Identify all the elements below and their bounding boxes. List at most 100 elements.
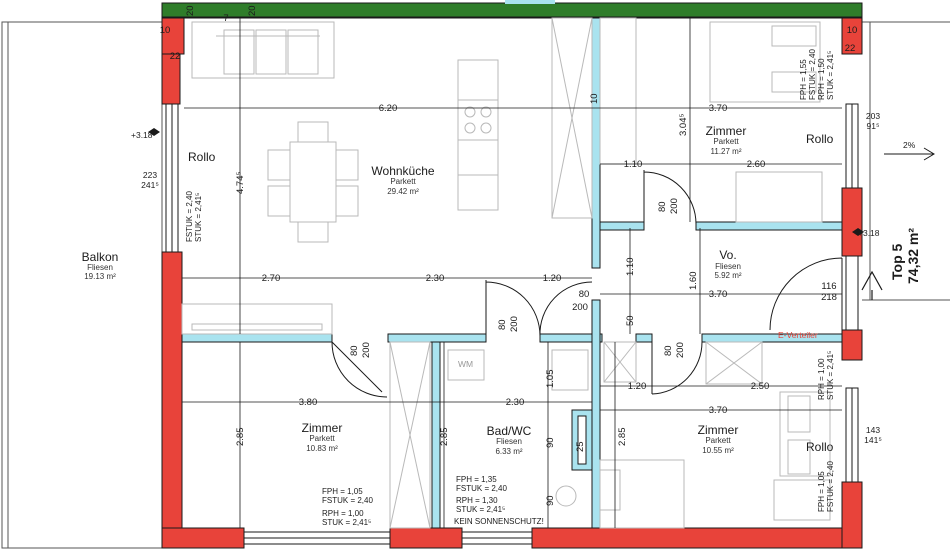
rollo-top-right: Rollo bbox=[806, 132, 834, 146]
zimmer-bottom-left-name: Zimmer bbox=[301, 421, 343, 435]
slope-label: 2% bbox=[903, 140, 916, 150]
windows bbox=[165, 103, 859, 545]
note-fstuk-left: FSTUK = 2,40 bbox=[185, 191, 194, 242]
dim-160: 1.60 bbox=[688, 271, 699, 291]
note-rph-right: RPH = 1,00 bbox=[817, 358, 826, 400]
dim-200b: 200 bbox=[572, 302, 588, 313]
win2b: 91⁵ bbox=[866, 121, 880, 131]
zimmer-bottom-left-area: 10.83 m² bbox=[306, 444, 338, 453]
rollo-bottom-right: Rollo bbox=[806, 440, 834, 454]
note-fph-bad: FPH = 1,35 bbox=[456, 475, 497, 484]
dim-120a: 1.20 bbox=[542, 273, 562, 284]
exterior-walls bbox=[161, 17, 863, 549]
dim-370b: 3.70 bbox=[708, 289, 728, 300]
win2a: 203 bbox=[865, 111, 881, 121]
level-right: +3.18 bbox=[858, 228, 880, 238]
note-stuk-bl: STUK = 2,41⁵ bbox=[322, 518, 372, 527]
no-sun-label: KEIN SONNENSCHUTZ! bbox=[454, 517, 544, 526]
note-rph-top: RPH = 1,50 bbox=[817, 58, 826, 100]
dim-200c: 200 bbox=[509, 316, 520, 332]
zimmer-bottom-right-floor: Parkett bbox=[705, 436, 731, 445]
bad-wc-area: 6.33 m² bbox=[495, 447, 523, 456]
dim-285a: 2.85 bbox=[235, 427, 246, 447]
dim-20a: 20 bbox=[185, 5, 196, 16]
vorraum-area: 5.92 m² bbox=[714, 271, 742, 280]
bad-wc-name: Bad/WC bbox=[486, 424, 532, 438]
unit-area: 74,32 m² bbox=[905, 227, 921, 284]
dim-50: 50 bbox=[625, 315, 636, 326]
dim-260: 2.60 bbox=[746, 159, 766, 170]
dim-285b: 2.85 bbox=[439, 427, 450, 447]
note-stuk-bad: STUK = 2,41⁵ bbox=[456, 505, 506, 514]
dim-22a: 22 bbox=[169, 51, 181, 62]
dim-285c: 2.85 bbox=[617, 427, 628, 447]
entrance-arrow bbox=[861, 270, 883, 300]
dim-22b: 22 bbox=[844, 43, 856, 54]
dim-90a: 90 bbox=[545, 437, 556, 448]
partitions bbox=[181, 17, 843, 529]
dim-250: 2.50 bbox=[750, 381, 770, 392]
dim-370a: 3.70 bbox=[708, 103, 728, 114]
dim-25: 25 bbox=[575, 441, 586, 452]
zimmer-top-right-area: 11.27 m² bbox=[710, 147, 742, 156]
wohnkueche-floor: Parkett bbox=[390, 177, 416, 186]
dim-230b: 2.30 bbox=[505, 397, 525, 408]
dim-7: 7 bbox=[223, 13, 229, 24]
dim-10c: 10 bbox=[846, 25, 858, 36]
note-rph-bl: RPH = 1,00 bbox=[322, 509, 364, 518]
zimmer-bottom-right-name: Zimmer bbox=[697, 423, 739, 437]
dim-110v: 1.10 bbox=[625, 257, 636, 277]
dim-200e: 200 bbox=[675, 342, 686, 358]
doors bbox=[331, 170, 843, 398]
dim-80e: 80 bbox=[663, 345, 674, 356]
slope-arrow bbox=[884, 147, 935, 161]
balkon-name: Balkon bbox=[81, 250, 119, 264]
terrace-outline bbox=[862, 21, 950, 301]
dim-474: 4.74⁵ bbox=[235, 171, 246, 194]
dim-10b: 10 bbox=[589, 93, 600, 104]
dim-80c: 80 bbox=[497, 319, 508, 330]
dim-10a: 10 bbox=[159, 25, 171, 36]
zimmer-top-right-floor: Parkett bbox=[713, 137, 739, 146]
balkon-floor: Fliesen bbox=[87, 263, 113, 272]
dim-110: 1.10 bbox=[623, 159, 643, 170]
dim-270: 2.70 bbox=[261, 273, 281, 284]
unit-name: Top 5 bbox=[889, 243, 905, 280]
dim-200a: 200 bbox=[361, 342, 372, 358]
level-markers bbox=[148, 128, 864, 236]
top-opening bbox=[505, 0, 555, 4]
note-fstuk-bad: FSTUK = 2,40 bbox=[456, 484, 507, 493]
door-a: 116 bbox=[821, 281, 837, 292]
dim-304: 3.04⁵ bbox=[678, 113, 689, 136]
dim-90b: 90 bbox=[545, 495, 556, 506]
dim-80a: 80 bbox=[349, 345, 360, 356]
rollo-left: Rollo bbox=[188, 150, 216, 164]
balkon-area: 19.13 m² bbox=[84, 272, 116, 281]
dim-20b: 20 bbox=[247, 5, 258, 16]
note-rph-bad: RPH = 1,30 bbox=[456, 496, 498, 505]
level-left: +3.18 bbox=[131, 130, 153, 140]
note-fph-top: FPH = 1,55 bbox=[799, 59, 808, 100]
vorraum-name: Vo. bbox=[719, 248, 737, 262]
dim-105: 1.05 bbox=[545, 369, 556, 389]
note-stuk-right: STUK = 2,41⁵ bbox=[826, 350, 835, 400]
win3a: 143 bbox=[865, 425, 881, 435]
bad-wc-floor: Fliesen bbox=[496, 437, 522, 446]
dim-200d: 200 bbox=[669, 198, 680, 214]
note-stuk-top: STUK = 2,41⁵ bbox=[826, 50, 835, 100]
dim-620: 6.20 bbox=[378, 103, 398, 114]
note-fph-right: FPH = 1,05 bbox=[817, 471, 826, 512]
note-fstuk-top: FSTUK = 2,40 bbox=[808, 49, 817, 100]
dim-230a: 2.30 bbox=[425, 273, 445, 284]
wohnkueche-area: 29.42 m² bbox=[387, 187, 419, 196]
dim-370c: 3.70 bbox=[708, 405, 728, 416]
dim-80d: 80 bbox=[657, 201, 668, 212]
note-fstuk-bl: FSTUK = 2,40 bbox=[322, 496, 373, 505]
door-b: 218 bbox=[821, 292, 837, 303]
dim-120b: 1.20 bbox=[627, 381, 647, 392]
win1b: 241⁵ bbox=[141, 180, 159, 190]
wm-label: WM bbox=[458, 359, 474, 369]
e-verteiler-label: E-Verteiler bbox=[778, 330, 818, 340]
note-fph-bl: FPH = 1,05 bbox=[322, 487, 363, 496]
